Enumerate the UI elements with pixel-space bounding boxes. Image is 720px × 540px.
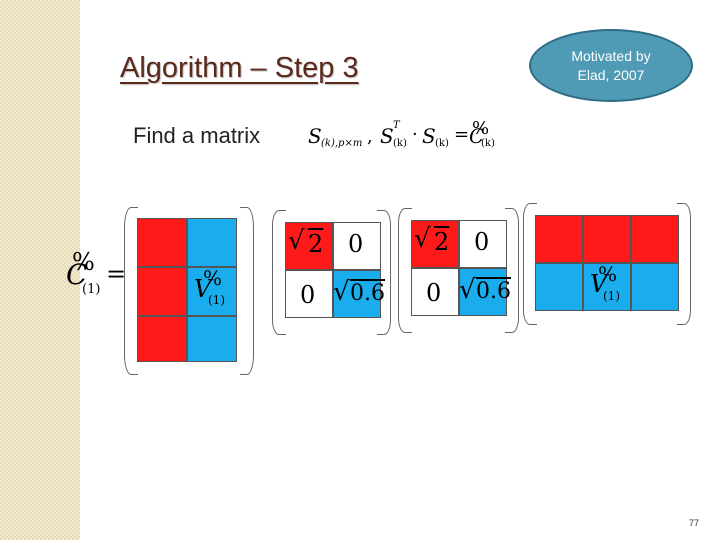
matrix1-v: V [194,275,212,303]
matrix4-v-pct: % [598,262,618,286]
slide-title: Algorithm – Step 3 [120,52,359,84]
matrix4-cell-r2c3 [631,263,679,311]
badge-line-1: Motivated by [571,47,651,64]
page-number: 77 [689,518,700,528]
lhs-pct: % [72,248,95,276]
matrix4-left-paren [523,203,537,325]
formula-pct: % [472,118,490,139]
matrix2-right-paren [377,210,391,335]
formula-s1: S [308,124,322,148]
matrix1-cell-r3c1 [137,316,187,362]
formula-comma: , [367,126,373,147]
decorative-side-strip [0,0,80,540]
matrix4-cell-r1c3 [631,215,679,263]
lhs-equals: = [106,260,127,288]
lhs-sub: (1) [82,282,101,297]
matrix2-cell-r1c2 [333,222,381,270]
find-matrix-text: Find a matrix [133,123,261,148]
matrix3-left-paren [398,208,412,333]
matrix3-val-a: 2 [434,228,450,256]
formula-sub1: (k),p×m [321,138,363,149]
matrix3-cell-r2c2 [459,268,507,316]
matrix4-cell-r2c2 [583,263,631,311]
matrix2-val-a: 2 [308,230,324,258]
matrix1-cell-r1c1 [137,218,187,267]
matrix2-cell-r2c2 [333,270,381,318]
lhs-c: C [66,258,88,291]
formula-sub2: (k) [393,138,407,149]
matrix1-left-paren [124,207,138,375]
matrix2-cell-r1c1 [285,222,333,270]
matrix2-val-b: 0.6 [350,281,385,306]
matrix2-sqrt-1: √ [288,226,305,256]
formula-equals: = [454,124,470,145]
matrix1-v-pct: % [203,266,223,290]
matrix1-cell-r2c2 [187,267,237,316]
formula-s3: S [422,124,436,148]
formula-c: C [469,124,485,148]
matrix3-cell-r1c1 [411,220,459,268]
matrix1-right-paren [240,207,254,375]
matrix3-right-paren [505,208,519,333]
matrix1-cell-r2c1 [137,267,187,316]
condition-formula: S (k),p×m , S T (k) · S (k) = C % (k) [300,118,510,158]
badge-line-2: Elad, 2007 [577,66,645,83]
matrix4-right-paren [677,203,691,325]
lhs-label: C % (1) = [66,248,136,302]
matrix1-v-sub: (1) [208,293,225,307]
matrix1-cell-r3c2 [187,316,237,362]
matrix4-cell-r1c2 [583,215,631,263]
matrix3-sqrt-1: √ [414,224,431,254]
matrix4-v: V [590,270,608,298]
matrix2-zero-2: 0 [300,281,316,309]
matrix3-sqrt-2: √ [459,275,476,305]
matrix4-cell-r1c1 [535,215,583,263]
formula-s2: S [380,124,394,148]
matrix2-zero-1: 0 [348,230,364,258]
matrix3-cell-r1c2 [459,220,507,268]
formula-sub4: (k) [481,138,495,149]
matrix3-val-b: 0.6 [476,279,511,304]
formula-sub3: (k) [435,138,449,149]
matrix3-cell-r2c1 [411,268,459,316]
matrix1-cell-r1c2 [187,218,237,267]
matrix3-zero-2: 0 [426,279,442,307]
matrix4-cell-r2c1 [535,263,583,311]
matrix2-sqrt-2: √ [333,277,350,307]
matrix2-cell-r2c1 [285,270,333,318]
formula-dot: · [412,124,418,145]
formula-sup-t: T [393,120,400,131]
matrix2-left-paren [272,210,286,335]
matrix3-zero-1: 0 [474,228,490,256]
matrix4-v-sub: (1) [603,289,620,303]
motivation-badge: Motivated by Elad, 2007 [529,29,693,102]
